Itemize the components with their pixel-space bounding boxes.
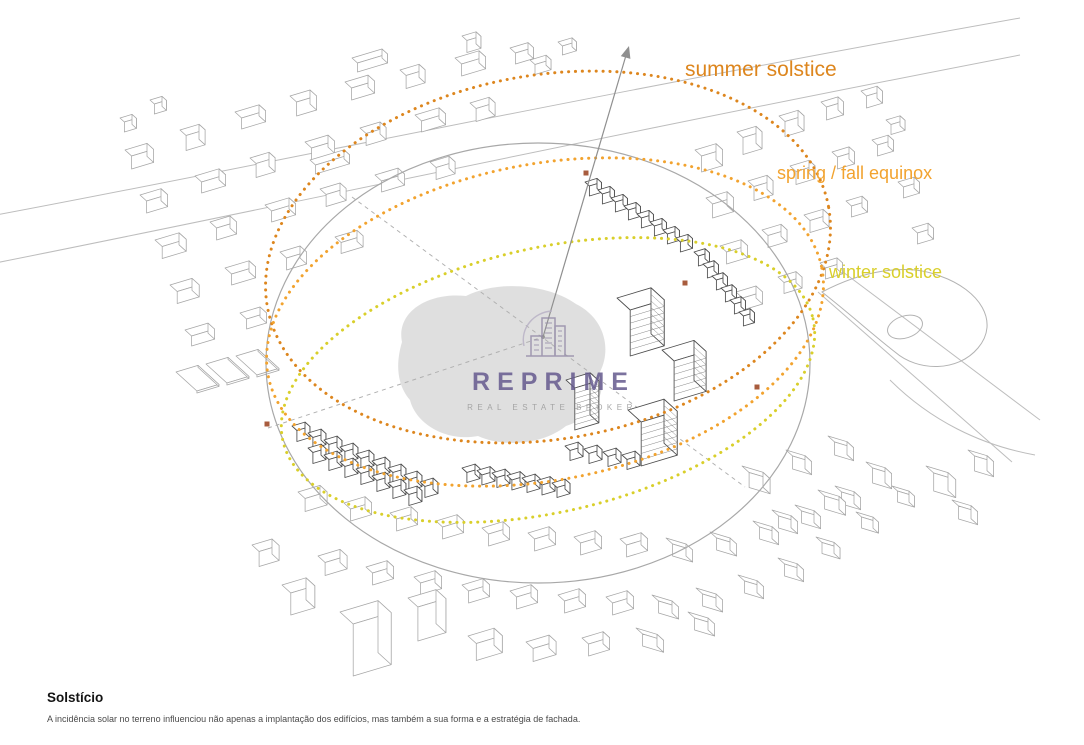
park-pond xyxy=(821,268,988,368)
caption-block: Solstício A incidência solar no terreno … xyxy=(47,690,580,724)
north-arrow-icon xyxy=(542,46,631,338)
watermark: REPRIME REAL ESTATE BROKER xyxy=(450,306,650,412)
label-summer-solstice: summer solstice xyxy=(685,58,837,81)
label-winter-solstice: winter solstice xyxy=(829,262,943,282)
caption-title: Solstício xyxy=(47,690,104,705)
sun-position-marker-icon xyxy=(754,384,760,390)
sun-position-markers xyxy=(264,170,760,427)
sun-paths xyxy=(264,69,832,524)
buildings-project xyxy=(291,177,755,506)
sun-position-marker-icon xyxy=(264,421,270,427)
brand-building-icon xyxy=(522,310,574,357)
sun-path-winter xyxy=(279,236,817,524)
label-spring-fall-equinox: spring / fall equinox xyxy=(777,163,933,183)
brand-name: REPRIME xyxy=(472,368,635,396)
brand-tagline: REAL ESTATE BROKER xyxy=(467,403,637,412)
sun-position-marker-icon xyxy=(682,280,688,286)
sun-path-summer xyxy=(264,69,832,445)
terrain-blob xyxy=(398,286,606,443)
buildings-context xyxy=(119,31,994,677)
caption-body: A incidência solar no terreno influencio… xyxy=(47,714,581,724)
sun-path-equinox xyxy=(265,156,825,488)
sun-position-marker-icon xyxy=(583,170,589,176)
